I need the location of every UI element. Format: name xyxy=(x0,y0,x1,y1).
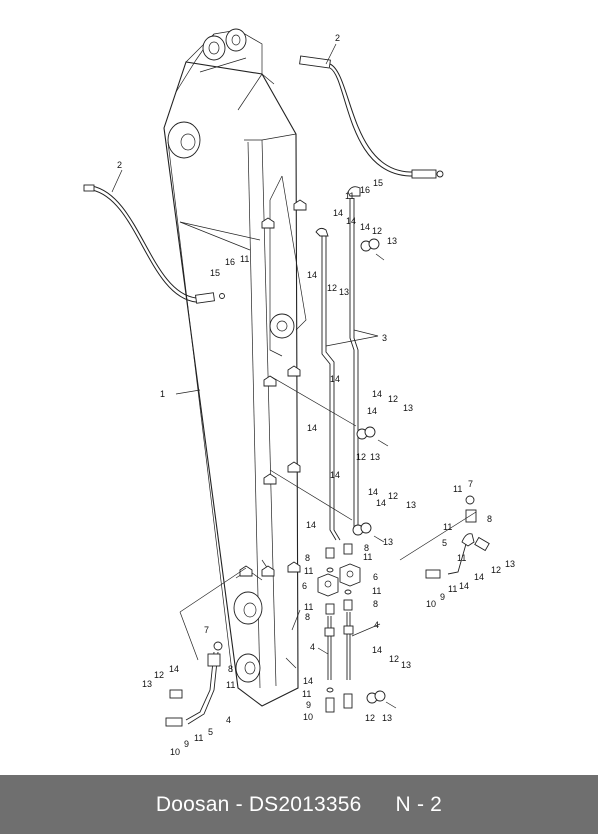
callout-13: 13 xyxy=(403,403,413,413)
callout-6: 6 xyxy=(373,572,378,582)
callout-8: 8 xyxy=(305,553,310,563)
callout-12: 12 xyxy=(389,654,399,664)
boom-assembly xyxy=(163,28,307,707)
callout-16: 16 xyxy=(360,185,370,195)
callout-13: 13 xyxy=(406,500,416,510)
callout-11: 11 xyxy=(304,602,313,612)
callout-14: 14 xyxy=(368,487,378,497)
callout-11: 11 xyxy=(372,586,381,596)
callout-2: 2 xyxy=(335,33,340,43)
callout-14: 14 xyxy=(376,498,386,508)
callout-12: 12 xyxy=(365,713,375,723)
callout-3: 3 xyxy=(382,333,387,343)
callout-10: 10 xyxy=(303,712,313,722)
callout-14: 14 xyxy=(360,222,370,232)
callout-5: 5 xyxy=(442,538,447,548)
callout-12: 12 xyxy=(372,226,382,236)
leader-lines xyxy=(111,43,477,661)
callout-11: 11 xyxy=(304,566,313,576)
callout-7: 7 xyxy=(204,625,209,635)
callout-7: 7 xyxy=(468,479,473,489)
callout-9: 9 xyxy=(440,592,445,602)
callout-16: 16 xyxy=(225,257,235,267)
callout-14: 14 xyxy=(367,406,377,416)
callout-11: 11 xyxy=(226,680,235,690)
pipe-right xyxy=(347,186,361,530)
callout-13: 13 xyxy=(383,537,393,547)
callout-labels: 1 2 2 3 4 4 4 5 5 6 6 7 7 8 8 8 8 8 8 9 … xyxy=(117,33,515,757)
callout-14: 14 xyxy=(307,423,317,433)
callout-5: 5 xyxy=(208,727,213,737)
callout-10: 10 xyxy=(426,599,436,609)
callout-11: 11 xyxy=(194,733,203,743)
hydraulic-piping-exploded-diagram: 1 2 2 3 4 4 4 5 5 6 6 7 7 8 8 8 8 8 8 9 … xyxy=(83,28,515,757)
footer-dash: - xyxy=(235,792,243,816)
callout-10: 10 xyxy=(170,747,180,757)
callout-13: 13 xyxy=(370,452,380,462)
callout-14: 14 xyxy=(372,645,382,655)
pipe-lower xyxy=(324,612,354,680)
callout-1: 1 xyxy=(160,389,165,399)
callout-14: 14 xyxy=(333,208,343,218)
footer-page: N - 2 xyxy=(395,792,443,816)
callout-12: 12 xyxy=(154,670,164,680)
callout-11: 11 xyxy=(457,553,466,563)
callout-12: 12 xyxy=(327,283,337,293)
callout-14: 14 xyxy=(346,216,356,226)
valve-blocks xyxy=(317,563,361,597)
callout-14: 14 xyxy=(306,520,316,530)
callout-11: 11 xyxy=(363,552,372,562)
callout-9: 9 xyxy=(184,739,189,749)
callout-13: 13 xyxy=(387,236,397,246)
callout-14: 14 xyxy=(474,572,484,582)
hose-right xyxy=(299,55,444,179)
callout-11: 11 xyxy=(345,191,354,201)
callout-12: 12 xyxy=(388,491,398,501)
callout-8: 8 xyxy=(364,543,369,553)
callout-11: 11 xyxy=(453,484,462,494)
callout-13: 13 xyxy=(142,679,152,689)
callout-4: 4 xyxy=(310,642,315,652)
callout-15: 15 xyxy=(210,268,220,278)
pipe-left xyxy=(315,227,341,541)
callout-6: 6 xyxy=(302,581,307,591)
callout-4: 4 xyxy=(374,620,379,630)
callout-14: 14 xyxy=(303,676,313,686)
callout-14: 14 xyxy=(307,270,317,280)
callout-13: 13 xyxy=(505,559,515,569)
callout-13: 13 xyxy=(382,713,392,723)
callout-13: 13 xyxy=(401,660,411,670)
callout-8: 8 xyxy=(487,514,492,524)
callout-13: 13 xyxy=(339,287,349,297)
callout-8: 8 xyxy=(373,599,378,609)
callout-14: 14 xyxy=(459,581,469,591)
callout-11: 11 xyxy=(240,254,249,264)
footer-brand: Doosan xyxy=(155,792,230,816)
callout-14: 14 xyxy=(330,470,340,480)
callout-8: 8 xyxy=(228,664,233,674)
callout-14: 14 xyxy=(372,389,382,399)
callout-11: 11 xyxy=(302,689,311,699)
callout-4: 4 xyxy=(226,715,231,725)
callout-9: 9 xyxy=(306,700,311,710)
footer-text: Doosan - DS2013356 N - 2 xyxy=(156,793,442,817)
callout-15: 15 xyxy=(373,178,383,188)
callout-14: 14 xyxy=(169,664,179,674)
callout-8: 8 xyxy=(305,612,310,622)
callout-11: 11 xyxy=(448,584,457,594)
hose-left xyxy=(83,184,225,304)
callout-14: 14 xyxy=(330,374,340,384)
callout-12: 12 xyxy=(356,452,366,462)
fittings xyxy=(165,238,490,727)
callout-11: 11 xyxy=(443,522,452,532)
callout-12: 12 xyxy=(388,394,398,404)
footer-bar: Doosan - DS2013356 N - 2 xyxy=(0,775,598,834)
footer-part-number: DS2013356 xyxy=(248,792,362,816)
callout-2: 2 xyxy=(117,160,122,170)
callout-12: 12 xyxy=(491,565,501,575)
